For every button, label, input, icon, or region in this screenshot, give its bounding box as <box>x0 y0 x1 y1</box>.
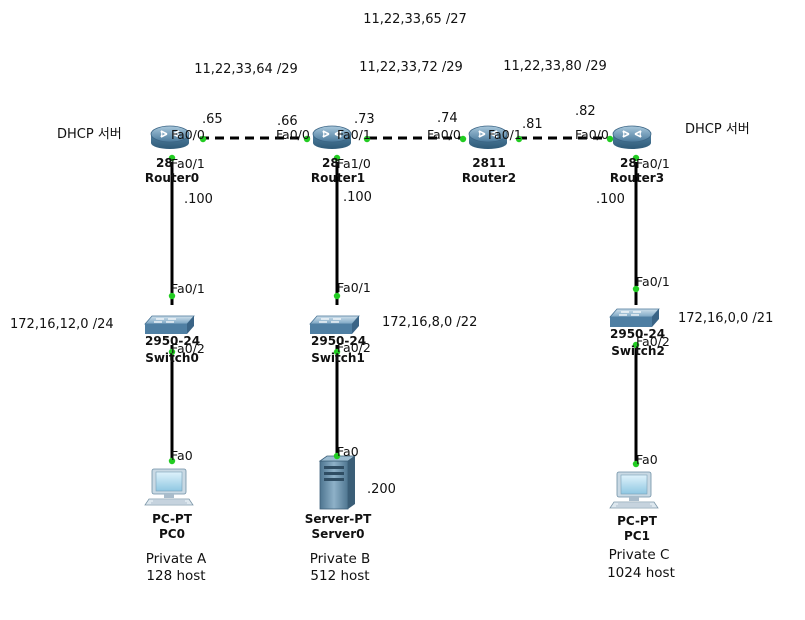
addr-r1-fa01: .73 <box>354 112 375 127</box>
router3-model: 28 <box>620 156 637 170</box>
addr-r2-fa01: .81 <box>522 117 543 132</box>
host-c-name: Private C <box>609 547 670 563</box>
addr-r0-fa00: .65 <box>202 112 223 127</box>
server0-name: Server0 <box>312 527 365 541</box>
router3-name: Router3 <box>610 171 664 185</box>
router2-name: Router2 <box>462 171 516 185</box>
port-sw0-fa02: Fa0/2 <box>171 341 205 356</box>
r3-fa00-dot <box>606 135 614 143</box>
port-r1-fa01: Fa0/1 <box>337 127 371 142</box>
host-a-count: 128 host <box>146 568 205 584</box>
r2-fa00-dot <box>459 135 467 143</box>
pc0-name: PC0 <box>159 527 185 541</box>
r2-fa01-dot <box>515 135 523 143</box>
network-lan-c-label: 172,16,0,0 /21 <box>678 311 773 326</box>
network-lan-a-label: 172,16,12,0 /24 <box>10 317 114 332</box>
switch2-model: 2950-24 <box>610 327 665 341</box>
switch1-name: Switch1 <box>311 351 365 365</box>
dhcp-label-router3: DHCP 서버 <box>685 122 750 137</box>
port-r0-fa00: Fa0/0 <box>171 127 205 142</box>
switch0-model: 2950-24 <box>145 334 200 348</box>
pc1-model: PC-PT <box>617 514 658 528</box>
server0-model: Server-PT <box>305 512 372 526</box>
port-pc1-fa0: Fa0 <box>636 452 658 467</box>
pc1-name: PC1 <box>624 529 650 543</box>
r3-fa01-dot <box>632 154 640 162</box>
network-lan-b-label: 172,16,8,0 /22 <box>382 315 477 330</box>
port-r1-fa10: Fa1/0 <box>337 156 371 171</box>
sw1-fa01-dot <box>333 292 341 300</box>
host-a-name: Private A <box>146 551 207 567</box>
port-r0-fa01: Fa0/1 <box>171 156 205 171</box>
router2-model: 2811 <box>472 156 505 170</box>
port-sw1-fa01: Fa0/1 <box>337 280 371 295</box>
sw2-fa01-dot <box>632 285 640 293</box>
pc0-model: PC-PT <box>152 512 193 526</box>
network-r2-r3-label: 11,22,33,80 /29 <box>503 59 607 74</box>
dhcp-label-router0: DHCP 서버 <box>57 127 122 142</box>
sw1-fa02-dot <box>333 348 341 356</box>
addr-r3-fa00: .82 <box>575 104 596 119</box>
port-pc0-fa0: Fa0 <box>171 448 193 463</box>
host-b-count: 512 host <box>310 568 369 584</box>
r1-fa00-dot <box>303 135 311 143</box>
port-sw2-fa01: Fa0/1 <box>636 274 670 289</box>
sw2-fa02-dot <box>632 341 640 349</box>
network-r1-r2-label: 11,22,33,72 /29 <box>359 60 463 75</box>
router0-model: 28 <box>156 156 173 170</box>
port-sw0-fa01: Fa0/1 <box>171 281 205 296</box>
switch0-icon[interactable] <box>144 315 195 335</box>
host-c-count: 1024 host <box>607 565 675 581</box>
r0-fa01-dot <box>168 154 176 162</box>
network-top-label: 11,22,33,65 /27 <box>363 12 467 27</box>
switch2-icon[interactable] <box>609 308 660 328</box>
router1-name: Router1 <box>311 171 365 185</box>
server0-fa0-dot <box>333 452 341 460</box>
port-r2-fa01: Fa0/1 <box>488 127 522 142</box>
addr-r1-lan: .100 <box>343 190 372 205</box>
addr-r2-fa00: .74 <box>437 111 458 126</box>
addr-r1-fa00: .66 <box>277 114 298 129</box>
pc1-fa0-dot <box>632 460 640 468</box>
pc0-fa0-dot <box>168 457 176 465</box>
switch1-icon[interactable] <box>309 315 360 335</box>
port-server0-fa0: Fa0 <box>337 444 359 459</box>
router1-model: 28 <box>322 156 339 170</box>
addr-r3-lan: .100 <box>596 192 625 207</box>
host-b-name: Private B <box>310 551 371 567</box>
addr-server: .200 <box>367 482 396 497</box>
r1-fa10-dot <box>333 154 341 162</box>
switch0-name: Switch0 <box>145 351 199 365</box>
sw0-fa01-dot <box>168 292 176 300</box>
port-r2-fa00: Fa0/0 <box>427 127 461 142</box>
pc1-icon[interactable] <box>609 471 659 509</box>
pc0-icon[interactable] <box>144 468 194 506</box>
r0-fa00-dot <box>199 135 207 143</box>
router0-name: Router0 <box>145 171 199 185</box>
network-r0-r1-label: 11,22,33,64 /29 <box>194 62 298 77</box>
switch1-model: 2950-24 <box>311 334 366 348</box>
port-r3-fa01: Fa0/1 <box>636 156 670 171</box>
addr-r0-lan: .100 <box>184 192 213 207</box>
port-r3-fa00: Fa0/0 <box>575 127 609 142</box>
port-r1-fa00: Fa0/0 <box>276 127 310 142</box>
sw0-fa02-dot <box>168 348 176 356</box>
server0-icon[interactable] <box>318 455 357 510</box>
router3-icon[interactable] <box>612 125 652 150</box>
port-sw2-fa02: Fa0/2 <box>636 334 670 349</box>
switch2-name: Switch2 <box>611 344 665 358</box>
r1-fa01-dot <box>363 135 371 143</box>
port-sw1-fa02: Fa0/2 <box>337 340 371 355</box>
